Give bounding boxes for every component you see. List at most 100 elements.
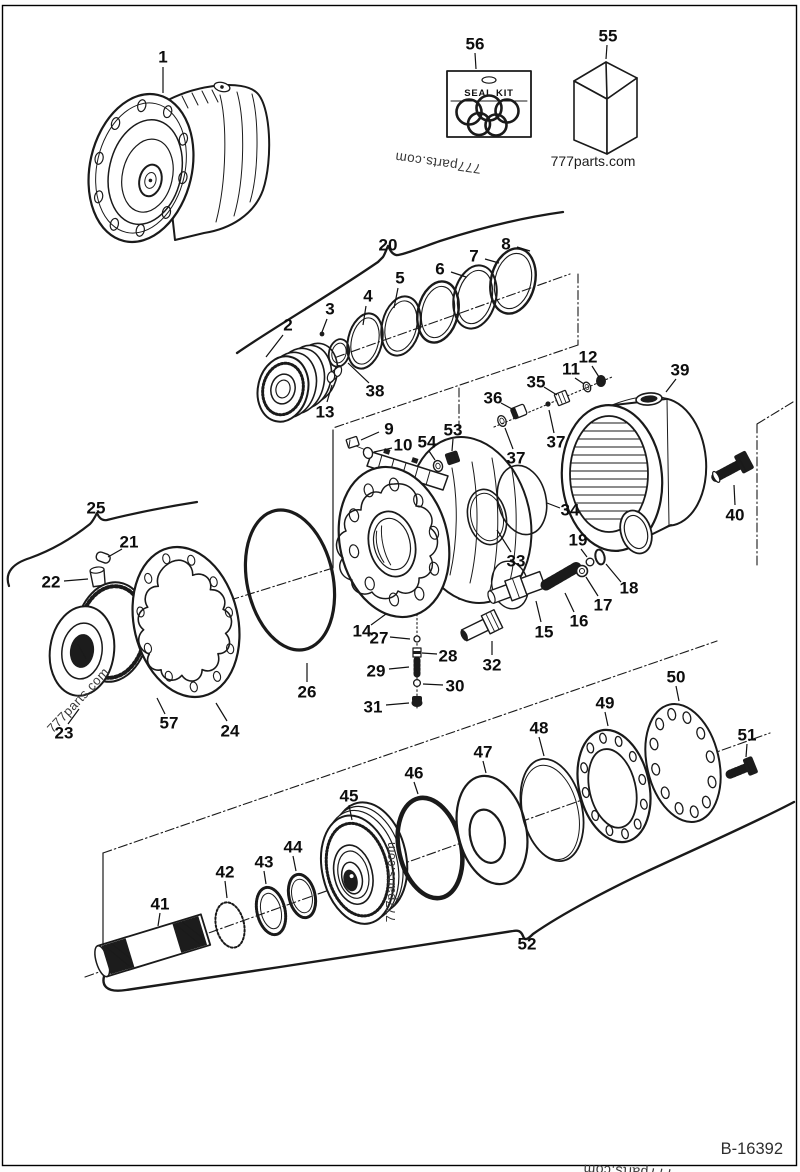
leader-line-53 [451,438,454,452]
leader-line-15 [535,600,542,623]
watermark-text: 777parts.com [384,842,398,923]
part-label-54: 54 [418,433,437,452]
retainer-ring-42 [214,901,246,949]
leader-line-16 [564,592,575,613]
part-label-57: 57 [160,714,179,733]
stator-57-24 [131,545,241,699]
leader-line-10 [373,447,393,453]
oring-54 [432,459,444,473]
geroter-hub-14 [335,465,451,619]
seal-43 [254,885,288,937]
seal-kit-rings [455,94,520,137]
leader-line-13 [326,384,333,403]
part-label-48: 48 [530,719,549,738]
hub-cam-contour [335,483,439,600]
end-housing-39 [560,392,708,555]
cover-plate-50 [644,702,722,824]
part-label-47: 47 [474,743,493,762]
bolt-head [734,450,754,474]
flange-bolt-holes [93,99,189,237]
leader-line-51 [745,743,748,758]
part-label-2: 2 [283,316,292,335]
seal-kit-56: SEAL KIT [446,70,532,138]
part-label-10: 10 [394,436,413,455]
frame-line [102,640,718,854]
leader-line-35 [543,386,558,396]
part-label-31: 31 [364,698,383,717]
leader-line-8 [516,246,531,252]
ring-44 [286,872,318,920]
leader-line-33 [496,529,512,553]
leader-line-45 [348,804,353,821]
part-label-23: 23 [55,724,74,743]
nut-35 [553,389,571,407]
leader-line-47 [482,760,487,774]
drawing-number: B-16392 [721,1140,783,1158]
part-label-33: 33 [507,552,526,571]
motor-assembly-1 [87,81,271,244]
cup-22 [89,566,106,588]
seal-ring-6 [416,280,460,344]
part-label-16: 16 [570,612,589,631]
part-label-36: 36 [484,389,503,408]
part-label-45: 45 [340,787,359,806]
seal-ring-7 [452,264,498,330]
part-label-7: 7 [469,247,478,266]
nut-53 [444,450,460,466]
leader-line-22 [63,578,89,582]
part-label-4: 4 [363,287,373,306]
shipping-box-55 [573,61,638,155]
seal-ring-8 [489,247,537,315]
leader-line-40 [733,484,736,506]
part-label-41: 41 [151,895,170,914]
part-label-26: 26 [298,683,317,702]
washer-37 [497,415,507,427]
motor-gear-teeth [181,89,219,109]
washer-11 [582,381,592,393]
part-label-30: 30 [446,677,465,696]
housing-top-port [635,392,663,406]
flange-49-holes [580,732,648,840]
leader-line-38 [347,362,370,384]
oring-26 [243,508,337,652]
part-label-53: 53 [444,421,463,440]
valve-shaft-15 [487,570,547,604]
part-label-12: 12 [579,348,598,367]
leader-line-39 [665,378,677,393]
bracket-group-52 [102,800,796,992]
leader-line-46 [413,781,419,795]
leader-line-17 [585,576,599,597]
washer-17 [575,564,589,578]
leader-line-37 [548,409,555,434]
part-label-17: 17 [594,596,613,615]
part-label-9: 9 [384,420,393,439]
housing-bore [569,415,649,533]
part-label-50: 50 [667,668,686,687]
part-label-14: 14 [353,622,372,641]
part-label-3: 3 [325,300,334,319]
part-label-27: 27 [370,629,389,648]
leader-line-24 [215,702,228,722]
leader-line-9 [360,431,380,441]
leader-line-56 [474,52,477,70]
part-label-21: 21 [120,533,139,552]
seal-ring-stack-4-8 [346,247,537,370]
part-label-55: 55 [599,27,618,46]
part-label-1: 1 [158,48,167,67]
leader-line-30 [422,683,444,686]
leader-line-43 [263,870,267,885]
ball-37 [545,401,551,407]
leader-line-34 [546,502,561,509]
motor-front-flange [87,92,195,244]
oring-34 [496,464,548,536]
leader-line-7 [484,258,500,264]
box-right-face [606,77,638,155]
part-label-34: 34 [561,501,580,520]
housing-side-port [619,509,653,555]
part-label-38: 38 [366,382,385,401]
washer-19 [585,557,595,567]
leader-line-42 [224,880,228,899]
rotor-front-face [48,605,116,697]
